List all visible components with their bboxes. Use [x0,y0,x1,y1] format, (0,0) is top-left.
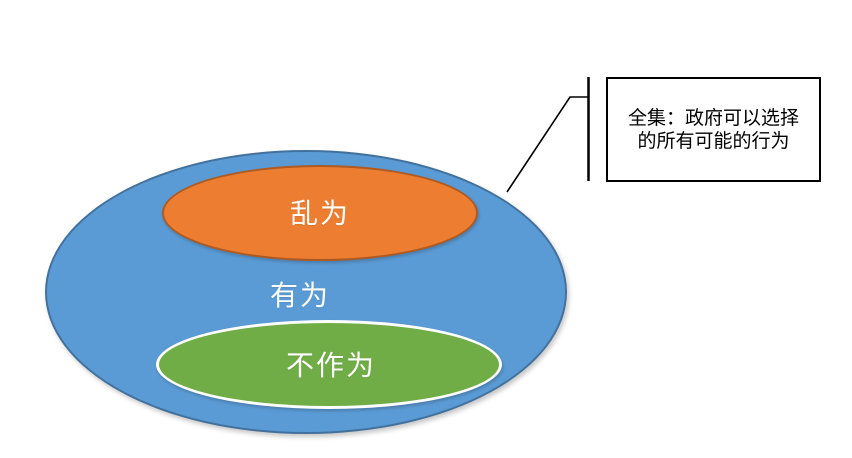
subset-bottom-ellipse [156,320,502,409]
callout-text-line1: 全集：政府可以选择 [627,107,799,129]
callout-box: 全集：政府可以选择 的所有可能的行为 [606,77,821,182]
subset-top-label: 乱为 [289,199,351,230]
callout-text-line2: 的所有可能的行为 [637,130,790,152]
outer-set-label: 有为 [269,281,331,312]
subset-top-ellipse [162,165,478,261]
subset-bottom-label: 不作为 [285,351,377,382]
callout-connector-line [506,96,588,193]
